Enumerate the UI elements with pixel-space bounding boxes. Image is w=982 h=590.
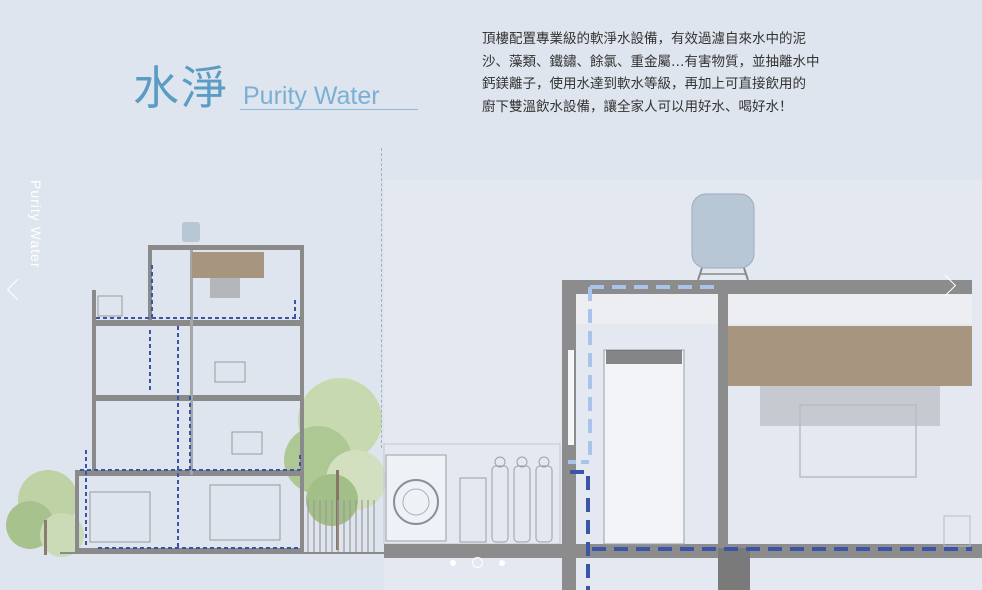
utility-area xyxy=(383,443,561,545)
carousel-dot[interactable] xyxy=(499,559,505,566)
illustration xyxy=(6,180,982,590)
ground xyxy=(60,552,384,554)
tree-left xyxy=(6,470,84,557)
header: 水淨 Purity Water 頂樓配置專業級的軟淨水設備，有效過濾自來水中的泥… xyxy=(0,0,982,140)
description-line: 頂樓配置專業級的軟淨水設備，有效過濾自來水中的泥 xyxy=(482,31,806,47)
water-tank-icon xyxy=(691,193,755,281)
fence xyxy=(307,500,375,552)
page-title-zh: 水淨 xyxy=(133,61,229,115)
washing-machine-icon xyxy=(385,454,447,542)
building-section xyxy=(75,222,304,554)
carousel-dots xyxy=(450,557,505,568)
section-divider xyxy=(381,148,382,448)
description-line: 廚下雙溫飲水設備，讓全家人可以用好水、喝好水！ xyxy=(482,98,793,115)
carousel-dot[interactable] xyxy=(450,559,456,566)
water-pipes xyxy=(568,285,972,590)
side-label: Purity Water xyxy=(28,180,44,269)
carousel-dot-active[interactable] xyxy=(472,557,483,568)
description-line: 沙、藻類、鐵鏽、餘氯、重金屬…有害物質，並抽離水中 xyxy=(482,53,820,70)
filter-icon xyxy=(491,456,553,543)
description-line: 鈣鎂離子，使用水達到軟水等級，再加上可直接飲用的 xyxy=(482,76,806,92)
title-underline xyxy=(240,109,418,110)
page-title-en: Purity Water xyxy=(243,82,380,110)
description: 頂樓配置專業級的軟淨水設備，有效過濾自來水中的泥 沙、藻類、鐵鏽、餘氯、重金屬…… xyxy=(482,28,842,118)
